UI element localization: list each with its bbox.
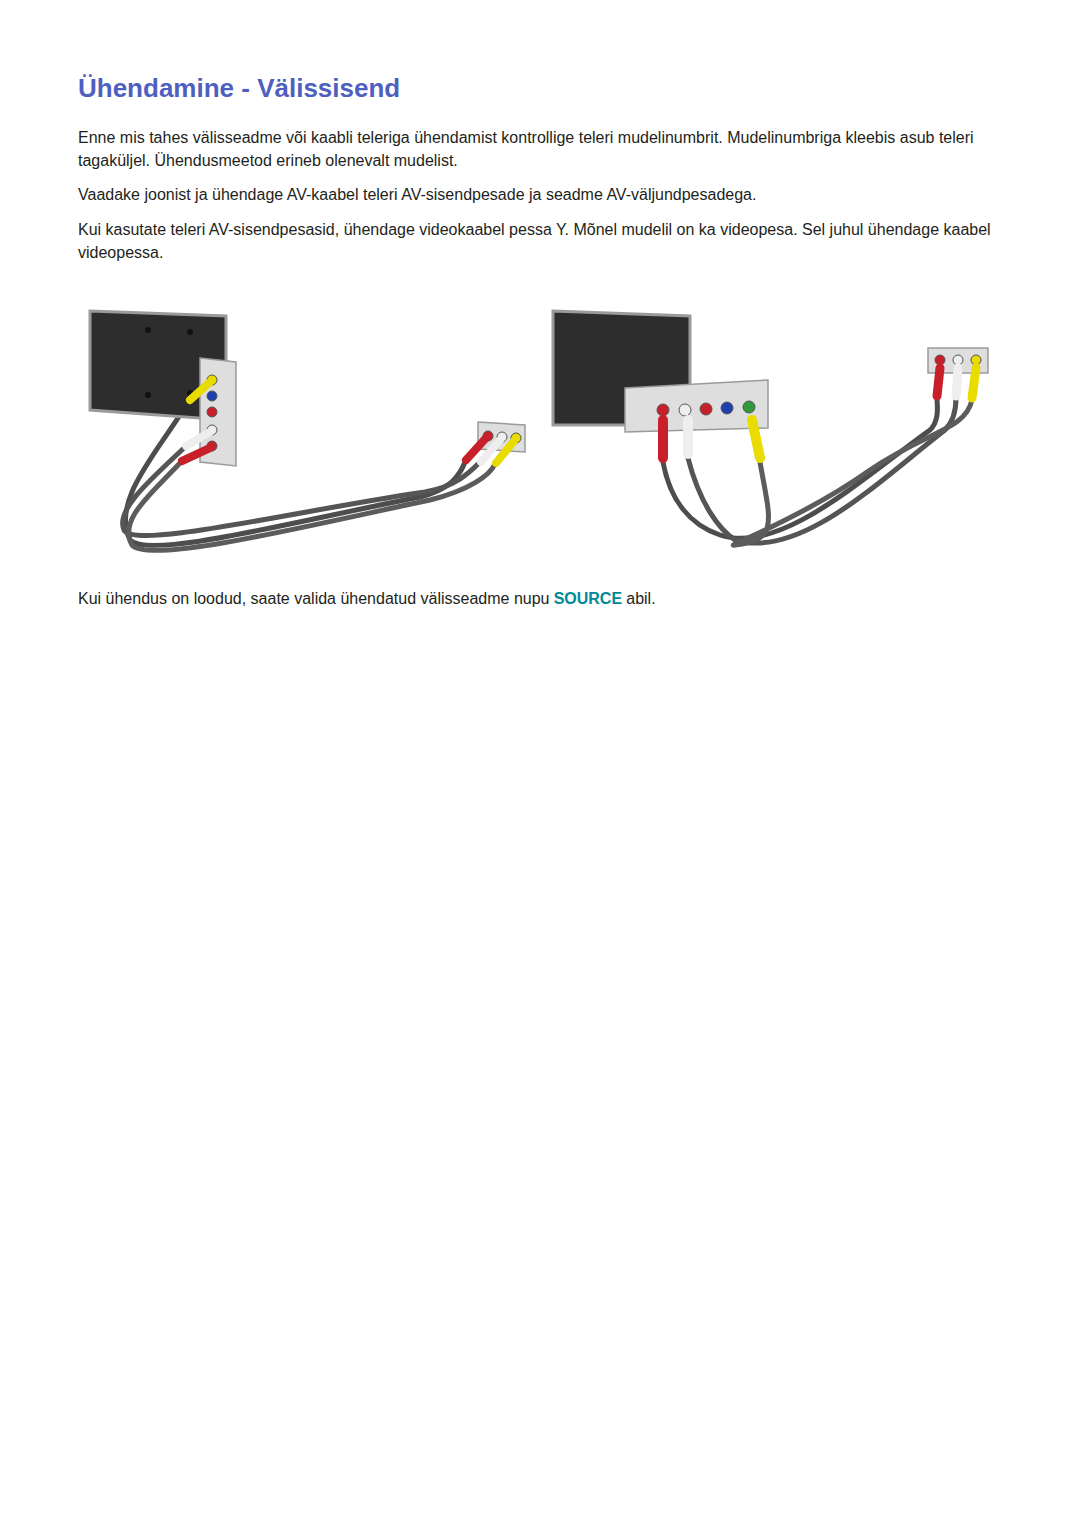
left-tv	[90, 311, 525, 466]
body-paragraph: Enne mis tahes välisseadme või kaabli te…	[78, 126, 1013, 172]
cables	[123, 398, 972, 550]
body-paragraph: Kui kasutate teleri AV-sisendpesasid, üh…	[78, 218, 1013, 264]
body-text: abil.	[626, 590, 655, 607]
page-title: Ühendamine - Välissisend	[78, 72, 400, 104]
body-text: Kui ühendus on loodud, saate valida ühen…	[78, 590, 549, 607]
closing-paragraph: Kui ühendus on loodud, saate valida ühen…	[78, 587, 1013, 610]
body-paragraph: Vaadake joonist ja ühendage AV-kaabel te…	[78, 183, 1013, 206]
right-tv	[553, 311, 988, 458]
button-name: SOURCE	[554, 590, 622, 607]
